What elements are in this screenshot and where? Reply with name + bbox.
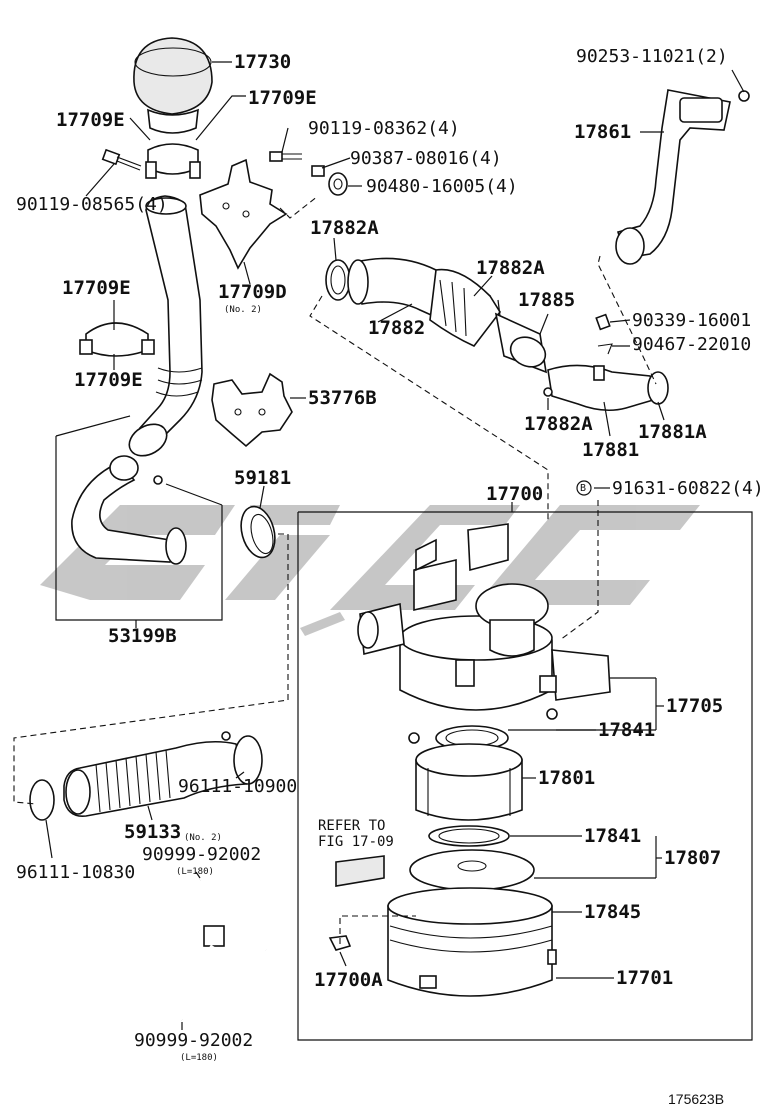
label-91631-60822: 91631-60822(4) — [612, 478, 760, 499]
label-17861: 17861 — [574, 121, 631, 143]
label-90480-16005: 90480-16005(4) — [366, 176, 518, 197]
part-17841-gasket-2 — [428, 825, 510, 847]
label-b-marker: B — [580, 483, 586, 494]
label-17882A-3: 17882A — [524, 413, 593, 435]
part-17730-cap — [133, 37, 213, 134]
part-17705-housing-top — [357, 523, 611, 744]
label-59181: 59181 — [234, 467, 291, 489]
label-59133: 59133 — [124, 821, 181, 843]
part-53199B-elbow — [71, 455, 187, 565]
part-53776B-bracket — [211, 372, 293, 448]
label-17709E-top-right: 17709E — [248, 87, 317, 109]
label-90999-92002-bottom-len: (L=180) — [180, 1053, 218, 1063]
label-17881: 17881 — [582, 439, 639, 461]
refer-card — [335, 855, 385, 887]
label-17841-2: 17841 — [584, 825, 641, 847]
label-90467-22010: 90467-22010 — [632, 334, 751, 355]
part-59181-grommet — [240, 505, 276, 559]
label-96111-10830: 96111-10830 — [16, 862, 135, 883]
part-17701-case — [387, 887, 557, 997]
leader-lines — [45, 61, 745, 1030]
label-17845: 17845 — [584, 901, 641, 923]
label-17841-1: 17841 — [598, 719, 655, 741]
label-90999-92002-top: 90999-92002 — [142, 844, 261, 865]
label-90119-08565: 90119-08565(4) — [16, 194, 168, 215]
part-59133-hose — [29, 731, 263, 821]
dashed-reference-lines — [13, 195, 657, 944]
label-refer-line2: FIG 17-09 — [318, 834, 394, 850]
part-17801-element — [415, 743, 523, 821]
label-17885: 17885 — [518, 289, 575, 311]
label-17807: 17807 — [664, 847, 721, 869]
part-17882A-clamp-1 — [325, 259, 351, 301]
part-labels: 17730 17709E 17709E 90119-08565(4) 90119… — [16, 46, 760, 1107]
label-17882A-2: 17882A — [476, 257, 545, 279]
part-17861-duct — [615, 89, 750, 265]
label-17730: 17730 — [234, 51, 291, 73]
label-90999-92002-top-len: (L=180) — [176, 867, 214, 877]
label-17882A-1: 17882A — [310, 217, 379, 239]
label-17882: 17882 — [368, 317, 425, 339]
b-marker-circle — [576, 480, 592, 496]
part-90999-92002-hose — [173, 878, 268, 1021]
label-90387-08016: 90387-08016(4) — [350, 148, 502, 169]
part-17709D-bracket — [199, 158, 288, 270]
label-96111-10900: 96111-10900 — [178, 776, 297, 797]
label-17709D: 17709D — [218, 281, 287, 303]
watermark-logo — [40, 505, 700, 636]
label-refer-line1: REFER TO — [318, 818, 385, 834]
label-17700A: 17700A — [314, 969, 383, 991]
label-53776B: 53776B — [308, 387, 377, 409]
label-17709E-mid: 17709E — [62, 277, 131, 299]
label-90119-08362: 90119-08362(4) — [308, 118, 460, 139]
label-17705: 17705 — [666, 695, 723, 717]
air-cleaner-box-frame — [297, 511, 753, 1041]
label-59133-note: (No. 2) — [184, 833, 222, 843]
label-17881A: 17881A — [638, 421, 707, 443]
label-17700: 17700 — [486, 483, 543, 505]
label-90339-16001: 90339-16001 — [632, 310, 751, 331]
part-intake-pipe-left — [128, 195, 203, 457]
label-90999-92002-bottom: 90999-92002 — [134, 1030, 253, 1051]
part-17709E-clamp-top — [145, 143, 201, 179]
part-fasteners-90119-90387-90480 — [269, 151, 348, 196]
label-53199B: 53199B — [108, 625, 177, 647]
part-90119-08565-bolt — [101, 148, 142, 171]
label-17801: 17801 — [538, 767, 595, 789]
part-17807-lid — [409, 849, 535, 891]
figure-number: 175623B — [668, 1091, 724, 1107]
label-17701: 17701 — [616, 967, 673, 989]
label-17709E-low: 17709E — [74, 369, 143, 391]
part-17885-17881-pipe — [494, 312, 669, 412]
label-17709D-note: (No. 2) — [224, 305, 262, 315]
label-90253-11021: 90253-11021(2) — [576, 46, 728, 67]
label-17709E-top-left: 17709E — [56, 109, 125, 131]
part-90339-90467-clips — [595, 313, 613, 355]
part-17709E-clamp-mid — [79, 322, 155, 357]
